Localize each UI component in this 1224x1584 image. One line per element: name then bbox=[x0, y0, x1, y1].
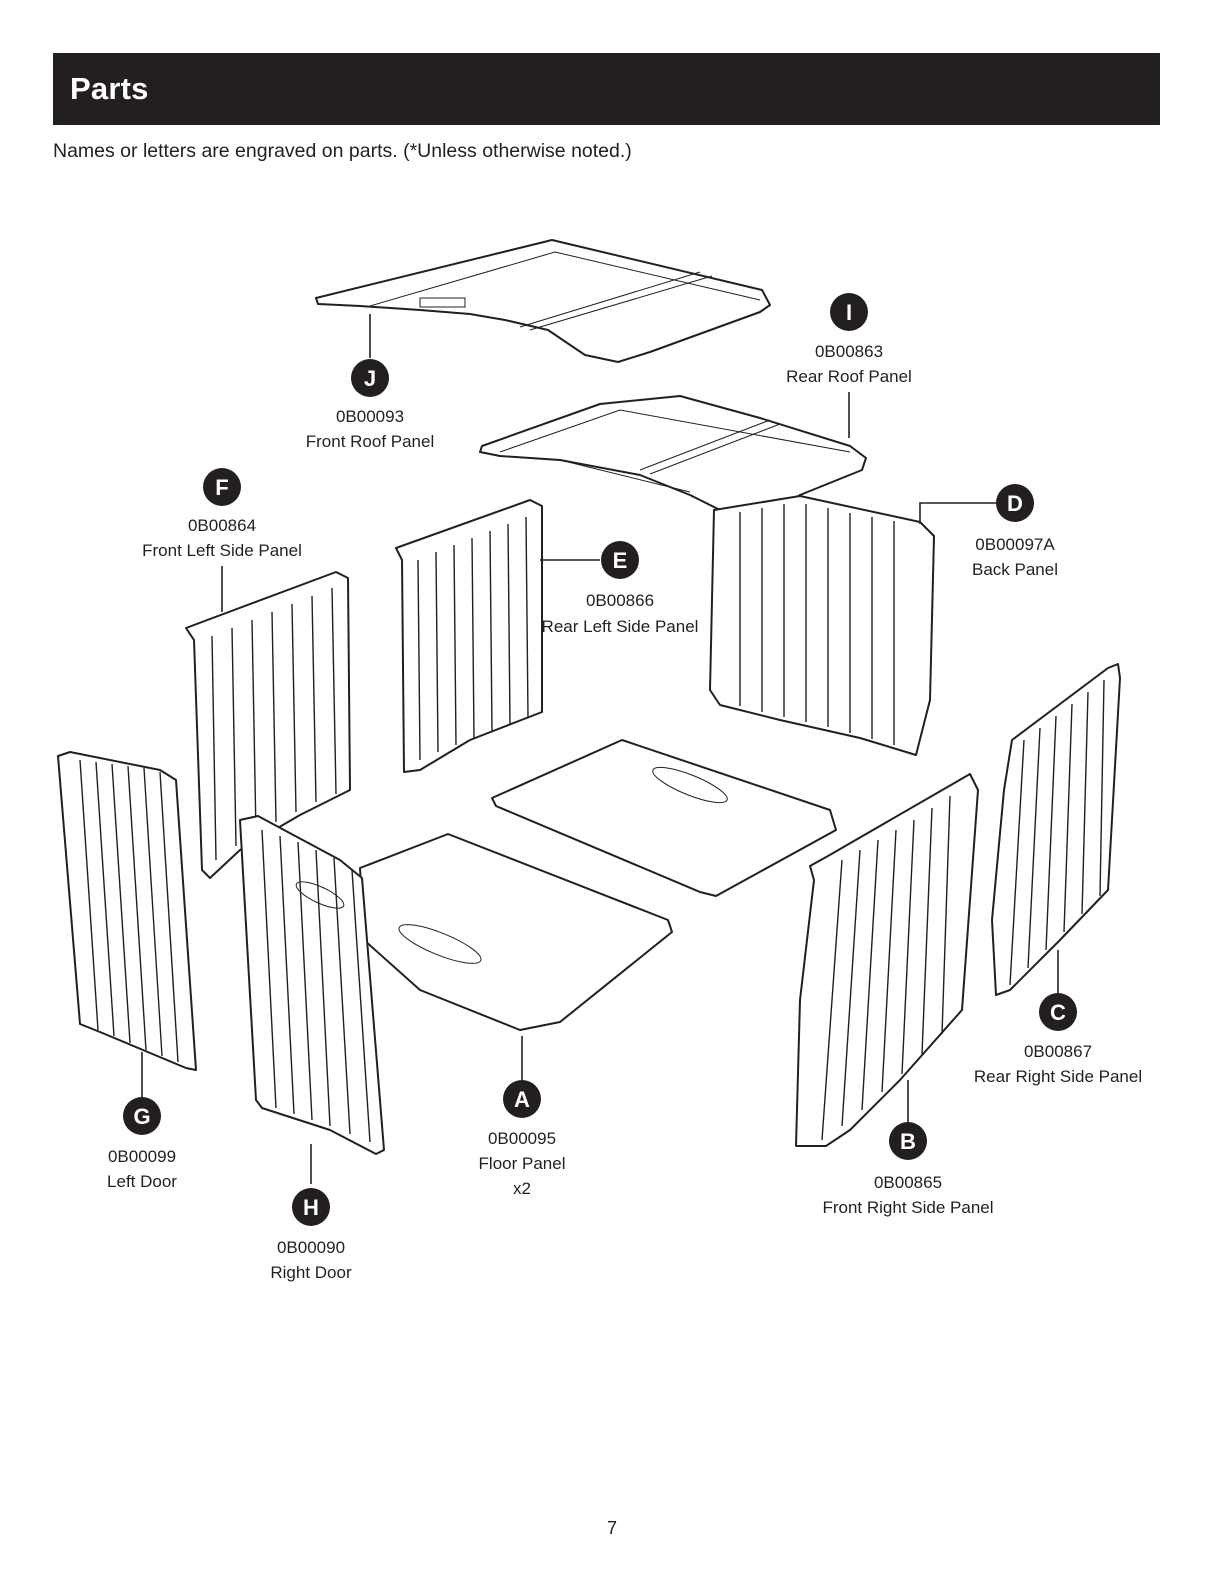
part-name-d: Back Panel bbox=[972, 560, 1058, 579]
part-label-e: E 0B00866 Rear Left Side Panel bbox=[542, 541, 699, 636]
badge-i bbox=[830, 293, 868, 331]
part-name-j: Front Roof Panel bbox=[306, 432, 435, 451]
badge-g bbox=[123, 1097, 161, 1135]
badge-letter-e: E bbox=[613, 548, 628, 573]
rear-roof-panel-illustration bbox=[479, 395, 867, 525]
front-right-side-panel-illustration bbox=[795, 773, 979, 1147]
part-number-f: 0B00864 bbox=[188, 516, 256, 535]
part-number-c: 0B00867 bbox=[1024, 1042, 1092, 1061]
left-door-illustration bbox=[57, 751, 197, 1071]
right-door-illustration bbox=[239, 815, 385, 1155]
part-name-a: Floor Panel bbox=[479, 1154, 566, 1173]
back-panel-illustration bbox=[709, 495, 935, 756]
badge-h bbox=[292, 1188, 330, 1226]
part-label-g: G 0B00099 Left Door bbox=[107, 1097, 177, 1191]
section-title: Parts bbox=[70, 71, 149, 106]
badge-letter-g: G bbox=[133, 1104, 150, 1129]
front-roof-panel-illustration bbox=[315, 239, 771, 363]
badge-b bbox=[889, 1122, 927, 1160]
badge-a bbox=[503, 1080, 541, 1118]
part-number-g: 0B00099 bbox=[108, 1147, 176, 1166]
badge-letter-i: I bbox=[846, 300, 852, 325]
part-number-h: 0B00090 bbox=[277, 1238, 345, 1257]
part-number-b: 0B00865 bbox=[874, 1173, 942, 1192]
badge-letter-h: H bbox=[303, 1195, 319, 1220]
part-label-f: F 0B00864 Front Left Side Panel bbox=[142, 468, 302, 560]
badge-letter-f: F bbox=[215, 475, 228, 500]
part-number-i: 0B00863 bbox=[815, 342, 883, 361]
badge-f bbox=[203, 468, 241, 506]
rear-right-side-panel-illustration bbox=[991, 663, 1121, 996]
part-label-b: B 0B00865 Front Right Side Panel bbox=[822, 1122, 994, 1217]
part-number-j: 0B00093 bbox=[336, 407, 404, 426]
part-label-a: A 0B00095 Floor Panel x2 bbox=[479, 1080, 566, 1198]
part-number-d: 0B00097A bbox=[975, 535, 1055, 554]
part-name-f: Front Left Side Panel bbox=[142, 541, 302, 560]
badge-e bbox=[601, 541, 639, 579]
part-label-d: D 0B00097A Back Panel bbox=[972, 484, 1058, 579]
floor-panel-illustration bbox=[359, 739, 837, 1031]
page-number: 7 bbox=[606, 1518, 617, 1538]
part-name-g: Left Door bbox=[107, 1172, 177, 1191]
leader-lines bbox=[141, 314, 1059, 1184]
parts-note: Names or letters are engraved on parts. … bbox=[53, 140, 632, 162]
badge-d bbox=[996, 484, 1034, 522]
badge-letter-j: J bbox=[364, 366, 376, 391]
section-header: Parts bbox=[53, 53, 1160, 125]
part-name-h: Right Door bbox=[270, 1263, 352, 1282]
rear-left-side-panel-illustration bbox=[395, 499, 543, 773]
part-number-e: 0B00866 bbox=[586, 591, 654, 610]
part-label-j: J 0B00093 Front Roof Panel bbox=[306, 359, 435, 451]
badge-letter-a: A bbox=[514, 1087, 530, 1112]
part-label-h: H 0B00090 Right Door bbox=[270, 1188, 352, 1282]
badge-c bbox=[1039, 993, 1077, 1031]
part-name-i: Rear Roof Panel bbox=[786, 367, 912, 386]
badge-letter-c: C bbox=[1050, 1000, 1066, 1025]
part-label-i: I 0B00863 Rear Roof Panel bbox=[786, 293, 912, 386]
badge-letter-b: B bbox=[900, 1129, 916, 1154]
part-quantity-a: x2 bbox=[513, 1179, 531, 1198]
part-label-c: C 0B00867 Rear Right Side Panel bbox=[974, 993, 1142, 1086]
badge-letter-d: D bbox=[1007, 491, 1023, 516]
part-name-b: Front Right Side Panel bbox=[822, 1198, 993, 1217]
part-name-c: Rear Right Side Panel bbox=[974, 1067, 1142, 1086]
badge-j bbox=[351, 359, 389, 397]
part-name-e: Rear Left Side Panel bbox=[542, 617, 699, 636]
part-number-a: 0B00095 bbox=[488, 1129, 556, 1148]
